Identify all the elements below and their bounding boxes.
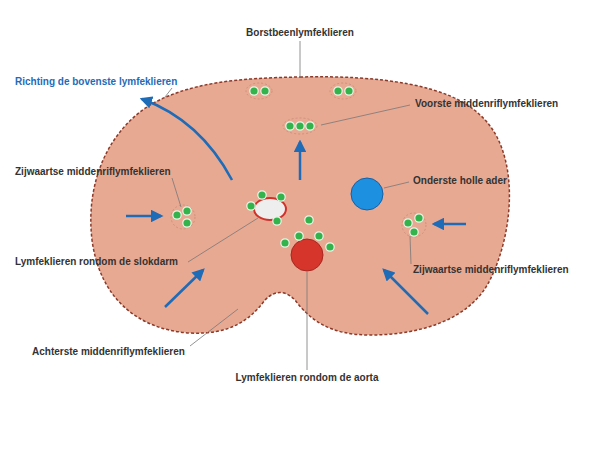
direction-note: Richting de bovenste lymfeklieren (15, 76, 177, 88)
lymph-node-dots (173, 87, 423, 251)
leader-lines (165, 41, 411, 370)
vena-cava-label: Onderste holle ader (413, 175, 507, 187)
lateral-label: Zijwaartse middenriflymfeklieren (413, 264, 569, 276)
node-group-outlines (171, 83, 426, 237)
posterior-label: Achterste middenriflymfeklieren (32, 346, 185, 358)
sternal-label: Borstbeenlymfeklieren (246, 27, 354, 39)
flow-arrows (126, 99, 466, 314)
esophageal-label: Lymfeklieren rondom de slokdarm (15, 256, 178, 268)
vena-cava (351, 178, 383, 210)
aortic-label: Lymfeklieren rondom de aorta (236, 372, 379, 384)
diaphragm-outline (91, 77, 510, 335)
anterior-label: Voorste middenriflymfeklieren (415, 98, 558, 110)
lateral-label: Zijwaartse middenriflymfeklieren (15, 166, 171, 178)
aorta (291, 239, 323, 271)
